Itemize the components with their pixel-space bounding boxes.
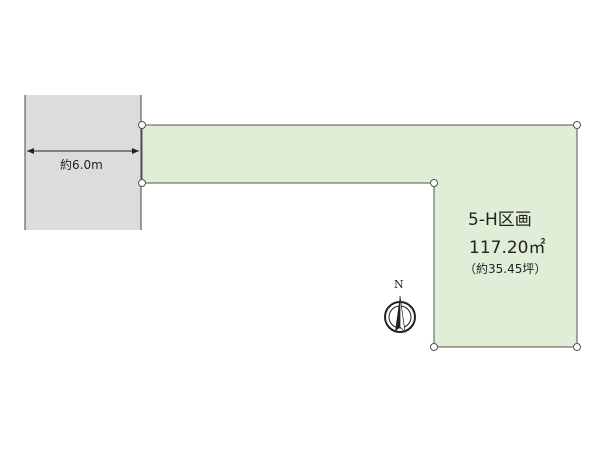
compass-icon xyxy=(384,295,416,333)
lot-name: 5-H区画 xyxy=(468,210,532,230)
lot-area-m2: 117.20㎡ xyxy=(469,238,546,258)
road-width-label: 約6.0m xyxy=(60,158,103,172)
corner-markers xyxy=(138,121,581,351)
road xyxy=(25,95,141,230)
road-width-arrow xyxy=(27,148,139,154)
lot-area-tsubo: （約35.45坪） xyxy=(464,262,547,276)
compass-north-label: N xyxy=(394,278,404,291)
